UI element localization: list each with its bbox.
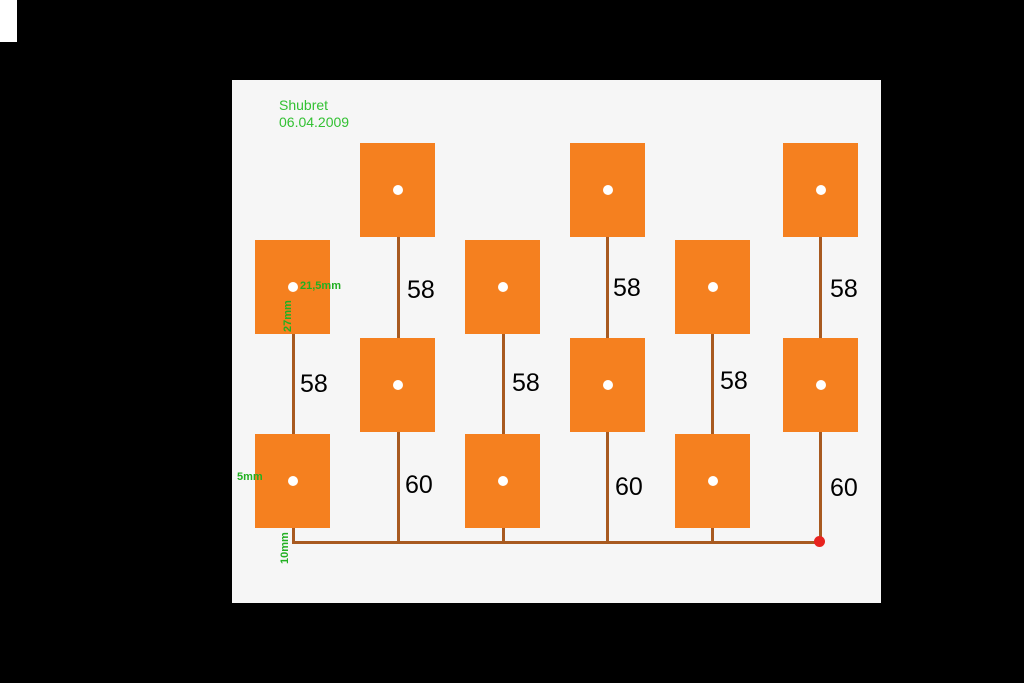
feed-line xyxy=(711,527,714,543)
patch xyxy=(570,143,645,237)
patch xyxy=(570,338,645,432)
height-dimension: 27mm xyxy=(282,300,294,332)
patch xyxy=(783,338,858,432)
main-feed-line xyxy=(292,541,822,544)
via-dot xyxy=(393,185,403,195)
spacing-label: 58 xyxy=(407,276,435,304)
patch xyxy=(783,143,858,237)
feed-line xyxy=(292,527,295,543)
author-label: Shubret xyxy=(279,97,329,113)
feed-line xyxy=(292,333,295,434)
antenna-diagram: Shubret 06.04.2009 58 58 58 58 58 58 60 … xyxy=(232,80,881,603)
via-dot xyxy=(288,282,298,292)
via-dot xyxy=(498,282,508,292)
patch xyxy=(360,143,435,237)
spacing-label: 58 xyxy=(512,369,540,397)
via-dot xyxy=(708,282,718,292)
via-dot xyxy=(603,380,613,390)
patch xyxy=(255,434,330,528)
spacing-label: 60 xyxy=(615,473,643,501)
feed-point xyxy=(814,536,825,547)
spacing-label: 58 xyxy=(613,274,641,302)
via-dot xyxy=(708,476,718,486)
spacing-label: 58 xyxy=(300,370,328,398)
via-dot xyxy=(603,185,613,195)
feed-line xyxy=(711,333,714,434)
feed-line xyxy=(819,237,822,338)
feed-line xyxy=(606,431,609,543)
via-dot xyxy=(816,185,826,195)
feed-line xyxy=(502,333,505,434)
feed-dimension: 10mm xyxy=(279,532,291,564)
spacing-label: 60 xyxy=(830,474,858,502)
patch xyxy=(360,338,435,432)
spacing-label: 58 xyxy=(830,275,858,303)
patch xyxy=(465,240,540,334)
patch xyxy=(465,434,540,528)
via-dot xyxy=(393,380,403,390)
offset-dimension: 5mm xyxy=(237,471,263,483)
width-dimension: 21,5mm xyxy=(300,280,341,292)
feed-line xyxy=(819,431,822,543)
patch xyxy=(255,240,330,334)
feed-line xyxy=(397,431,400,543)
via-dot xyxy=(288,476,298,486)
feed-line xyxy=(397,237,400,338)
via-dot xyxy=(498,476,508,486)
patch xyxy=(675,434,750,528)
via-dot xyxy=(816,380,826,390)
patch xyxy=(675,240,750,334)
spacing-label: 60 xyxy=(405,471,433,499)
feed-line xyxy=(606,237,609,338)
feed-line xyxy=(502,527,505,543)
date-label: 06.04.2009 xyxy=(279,114,350,130)
spacing-label: 58 xyxy=(720,367,748,395)
white-corner-block xyxy=(0,0,17,42)
